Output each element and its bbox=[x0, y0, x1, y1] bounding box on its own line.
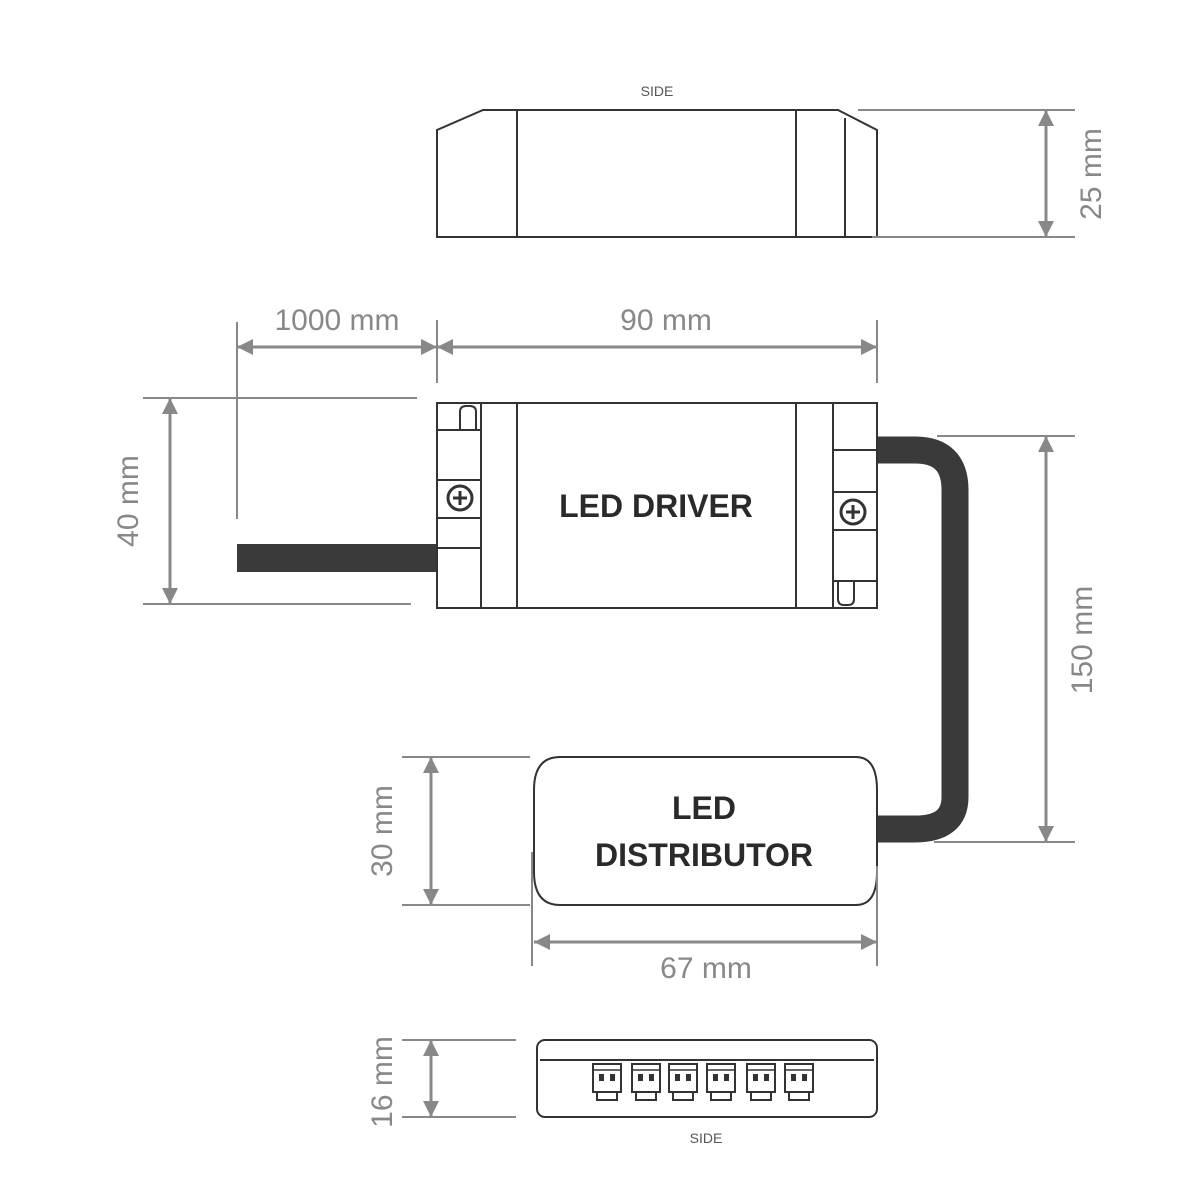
dimension-driver-side-height: 25 mm bbox=[858, 109, 1108, 238]
connector-socket-icon bbox=[631, 1063, 661, 1101]
input-cable bbox=[237, 544, 437, 572]
dimension-label: 30 mm bbox=[366, 785, 399, 877]
connector-socket-icon bbox=[746, 1063, 776, 1101]
dimension-label: 25 mm bbox=[1075, 128, 1108, 220]
mounting-notch bbox=[436, 403, 477, 431]
distributor-label-line1: LED bbox=[672, 790, 736, 826]
connector-socket-icon bbox=[592, 1063, 622, 1101]
distributor-label-line2: DISTRIBUTOR bbox=[595, 837, 813, 873]
dimension-label: 1000 mm bbox=[274, 304, 399, 337]
driver-side-view: SIDE bbox=[436, 83, 878, 238]
led-distributor: LED DISTRIBUTOR bbox=[533, 756, 878, 906]
mounting-notch bbox=[837, 580, 878, 608]
dimension-label: 67 mm bbox=[660, 952, 752, 985]
driver-side-body bbox=[436, 109, 878, 238]
dimension-driver-width: 90 mm bbox=[437, 304, 878, 383]
dimension-label: 16 mm bbox=[366, 1036, 399, 1128]
distributor-side-view: SIDE bbox=[536, 1039, 878, 1146]
led-driver: LED DRIVER bbox=[436, 402, 878, 609]
dimension-distributor-width: 67 mm bbox=[531, 852, 878, 985]
dimension-input-cable-length: 1000 mm bbox=[236, 304, 438, 519]
connection-cable bbox=[877, 436, 969, 843]
connector-socket-icon bbox=[706, 1063, 736, 1101]
distributor-body bbox=[533, 756, 878, 906]
dimension-label: 150 mm bbox=[1066, 586, 1099, 694]
dimension-distributor-side-height: 16 mm bbox=[366, 1036, 516, 1128]
connector-socket-icon bbox=[784, 1063, 814, 1101]
connector-socket-icon bbox=[668, 1063, 698, 1101]
dimension-label: 40 mm bbox=[112, 455, 145, 547]
driver-side-label: SIDE bbox=[641, 83, 674, 99]
dimension-label: 90 mm bbox=[620, 304, 712, 337]
driver-label: LED DRIVER bbox=[559, 488, 753, 524]
dimension-driver-height: 40 mm bbox=[112, 397, 417, 605]
dimension-connection-cable-length: 150 mm bbox=[934, 435, 1099, 843]
distributor-side-label: SIDE bbox=[690, 1130, 723, 1146]
dimension-distributor-height: 30 mm bbox=[366, 756, 530, 906]
screw-icon bbox=[446, 484, 474, 512]
screw-icon bbox=[839, 498, 867, 526]
